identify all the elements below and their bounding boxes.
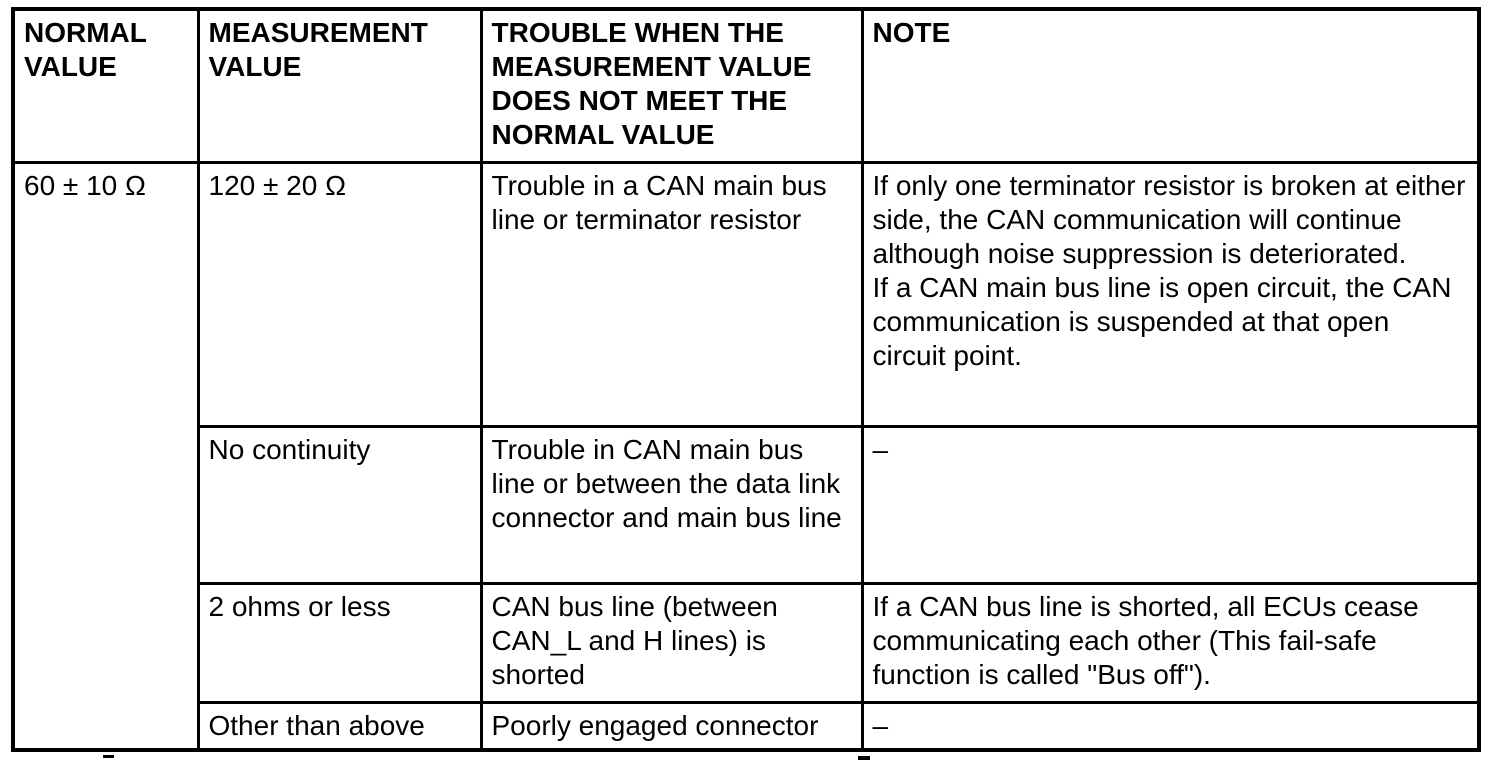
column-header-trouble: TROUBLE WHEN THE MEASUREMENT VALUE DOES … — [479, 7, 864, 164]
cropped-text-artifact — [103, 755, 114, 758]
note-cell: If only one terminator resistor is broke… — [860, 160, 1481, 428]
measurement-value-cell: No continuity — [196, 424, 483, 585]
note-cell: If a CAN bus line is shorted, all ECUs c… — [860, 581, 1481, 704]
can-troubleshooting-table: NORMAL VALUE MEASUREMENT VALUE TROUBLE W… — [11, 7, 1481, 752]
table-row: No continuity Trouble in CAN main bus li… — [13, 424, 1481, 585]
column-header-normal-value: NORMAL VALUE — [11, 7, 200, 164]
header-row: NORMAL VALUE MEASUREMENT VALUE TROUBLE W… — [11, 7, 1481, 164]
table-row: Other than above Poorly engaged connecto… — [13, 700, 1481, 752]
cropped-text-artifact — [858, 756, 870, 760]
trouble-cell: Trouble in CAN main bus line or between … — [479, 424, 864, 585]
trouble-cell: CAN bus line (between CAN_L and H lines)… — [479, 581, 864, 704]
note-cell: – — [860, 700, 1481, 752]
note-cell: – — [860, 424, 1481, 585]
table-row: 2 ohms or less CAN bus line (between CAN… — [13, 581, 1481, 704]
trouble-cell: Trouble in a CAN main bus line or termin… — [479, 160, 864, 428]
column-header-measurement-value: MEASUREMENT VALUE — [196, 7, 483, 164]
measurement-value-cell: 2 ohms or less — [196, 581, 483, 704]
table-row: 60 ± 10 Ω 120 ± 20 Ω Trouble in a CAN ma… — [11, 160, 1481, 752]
column-header-note: NOTE — [860, 7, 1481, 164]
normal-value-cell: 60 ± 10 Ω — [11, 160, 200, 752]
trouble-cell: Poorly engaged connector — [479, 700, 864, 752]
measurement-value-cell: Other than above — [196, 700, 483, 752]
measurement-value-cell: 120 ± 20 Ω — [196, 160, 483, 428]
